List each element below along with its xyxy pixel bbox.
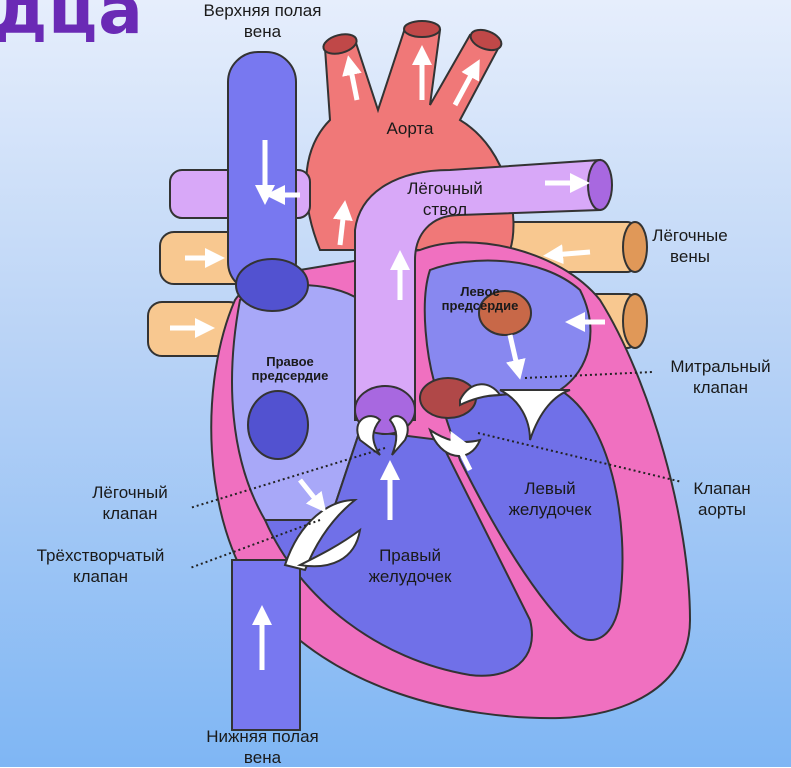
label-pulmonary-veins: Лёгочные вены	[620, 225, 760, 267]
label-aorta: Аорта	[365, 118, 455, 139]
label-right-atrium: Правое предсердие	[230, 355, 350, 383]
label-inferior-vena-cava: Нижняя полая вена	[170, 726, 355, 768]
label-left-ventricle: Левый желудочек	[490, 478, 610, 520]
label-left-atrium: Левое предсердие	[425, 285, 535, 313]
label-aortic-valve: Клапан аорты	[662, 478, 782, 520]
label-pulmonary-valve: Лёгочный клапан	[60, 482, 200, 524]
label-pulmonary-trunk: Лёгочный ствол	[385, 178, 505, 220]
title-fragment: дца	[0, 0, 144, 44]
label-mitral-valve: Митральный клапан	[650, 356, 791, 398]
label-superior-vena-cava: Верхняя полая вена	[170, 0, 355, 42]
label-tricuspid-valve: Трёхстворчатый клапан	[8, 545, 193, 587]
label-right-ventricle: Правый желудочек	[345, 545, 475, 587]
